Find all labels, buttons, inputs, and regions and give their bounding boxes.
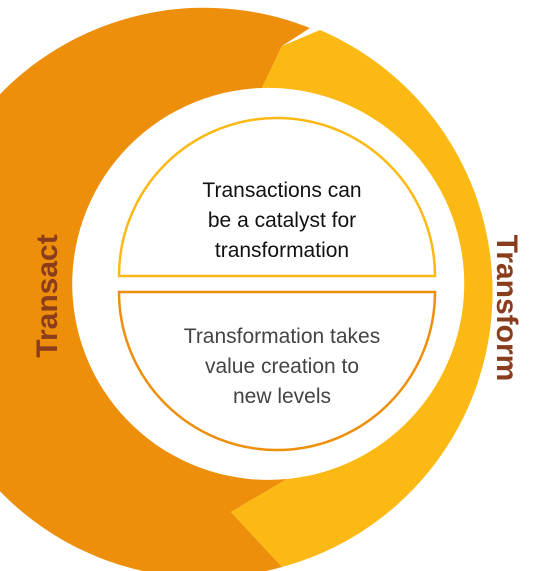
- top-text-line: Transactions can: [202, 179, 362, 202]
- top-text-line: be a catalyst for: [207, 209, 357, 232]
- bottom-text-line: value creation to: [204, 355, 360, 378]
- transform-label: Transform: [490, 235, 523, 382]
- bottom-half-outline: [117, 290, 437, 452]
- transact-ring-segment: [0, 7, 310, 571]
- bottom-text-line: Transformation takes: [183, 325, 381, 348]
- transact-label: Transact: [31, 234, 64, 357]
- bottom-text-line: new levels: [232, 385, 332, 408]
- transform-ring-segment: [231, 30, 493, 567]
- top-half-text: Transactions can be a catalyst for trans…: [150, 176, 414, 266]
- top-half-outline: [117, 116, 437, 278]
- bottom-half-text: Transformation takes value creation to n…: [150, 322, 414, 412]
- top-text-line: transformation: [214, 239, 350, 262]
